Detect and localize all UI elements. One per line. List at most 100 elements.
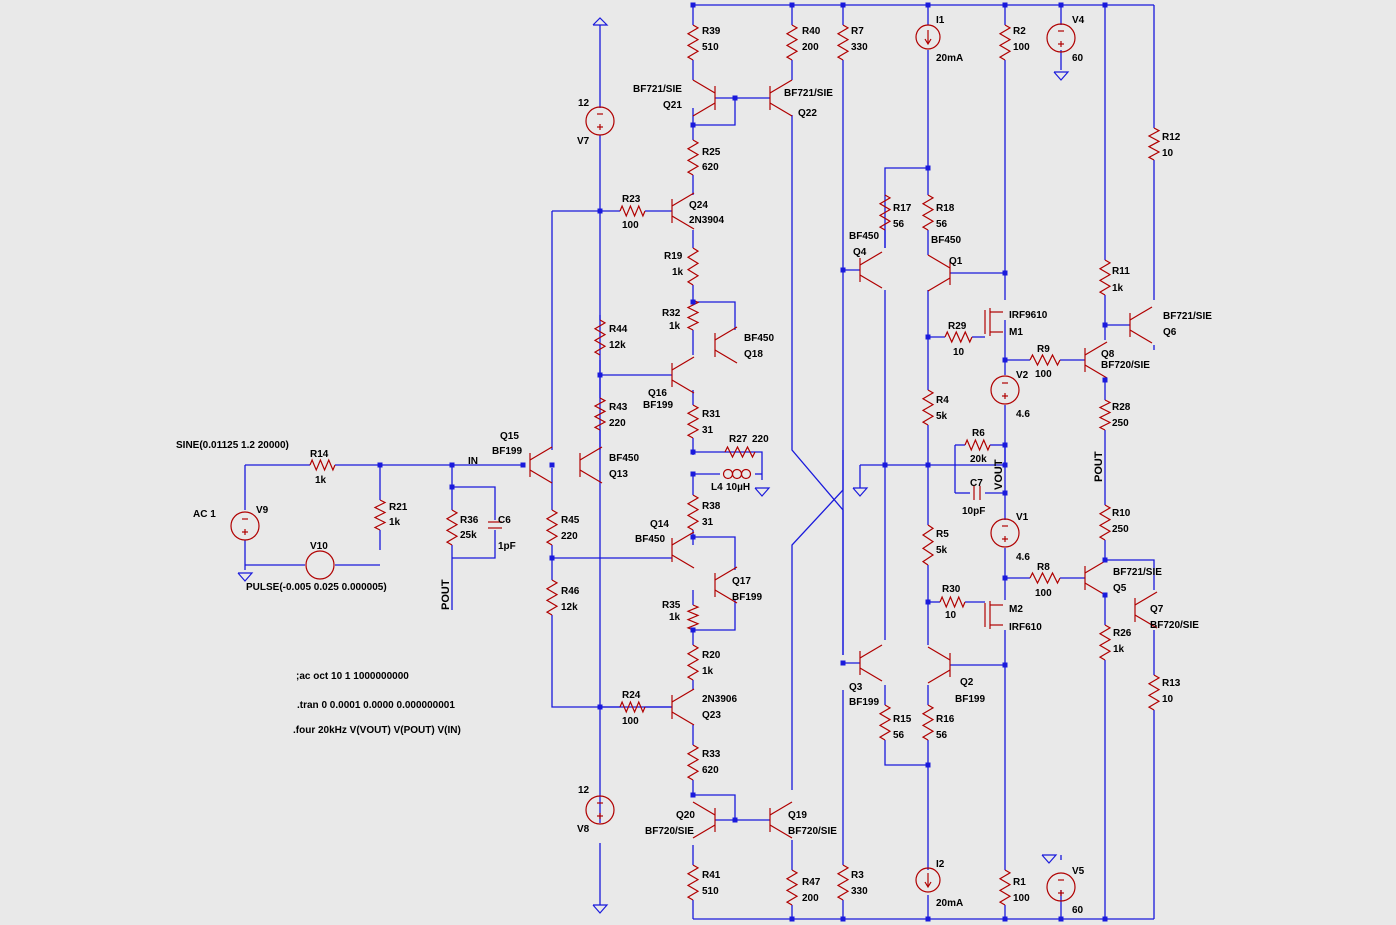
v1-voltage-source[interactable]: [990, 518, 1020, 548]
q19-transistor[interactable]: [769, 801, 793, 839]
r35-resistor[interactable]: [686, 604, 700, 631]
v8-rail-arrow: [592, 904, 609, 914]
r46-resistor[interactable]: [545, 579, 559, 616]
r17-resistor[interactable]: [878, 194, 892, 231]
v2-voltage-source[interactable]: [990, 375, 1020, 405]
q22-transistor[interactable]: [769, 79, 793, 117]
r7-resistor[interactable]: [836, 24, 850, 61]
r15-resistor[interactable]: [878, 704, 892, 741]
r40-resistor[interactable]: [785, 24, 799, 61]
label-r18: R18: [936, 203, 955, 214]
r1-resistor[interactable]: [998, 869, 1012, 906]
r23-resistor[interactable]: [619, 204, 646, 218]
r32-resistor[interactable]: [686, 299, 700, 331]
label-q14: Q14: [650, 519, 669, 530]
r24-resistor[interactable]: [619, 700, 646, 714]
m2-mosfet[interactable]: [984, 601, 1003, 629]
r6-resistor[interactable]: [964, 438, 991, 452]
v10-pulse-source[interactable]: [305, 550, 335, 580]
label-bf721_q6: BF721/SIE: [1163, 311, 1212, 322]
r26-resistor[interactable]: [1098, 624, 1112, 661]
r29-resistor[interactable]: [944, 330, 973, 344]
q20-transistor[interactable]: [692, 801, 716, 839]
q3-transistor[interactable]: [859, 644, 883, 682]
r16-resistor[interactable]: [921, 704, 935, 741]
v7-voltage-source[interactable]: [585, 106, 615, 136]
label-ac1: AC 1: [193, 509, 216, 520]
v8-voltage-source[interactable]: [585, 795, 615, 825]
r12-resistor[interactable]: [1147, 127, 1161, 161]
r36-resistor[interactable]: [445, 509, 459, 546]
q21-transistor[interactable]: [692, 79, 716, 117]
q23-transistor[interactable]: [671, 688, 695, 726]
r5-resistor[interactable]: [921, 524, 935, 566]
q8-transistor[interactable]: [1084, 341, 1108, 379]
label-v31b: 31: [702, 517, 714, 528]
label-r15: R15: [893, 714, 912, 725]
r3-resistor[interactable]: [836, 864, 850, 901]
c6-capacitor[interactable]: [488, 521, 502, 529]
v9-voltage-source[interactable]: [230, 511, 260, 541]
v4-voltage-source[interactable]: [1046, 23, 1076, 53]
q2-transistor[interactable]: [927, 646, 951, 684]
label-r46: R46: [561, 586, 580, 597]
label-pout_right: POUT: [1093, 451, 1105, 482]
r45-resistor[interactable]: [545, 509, 559, 546]
label-bf450_q18: BF450: [744, 333, 774, 344]
label-v46b: 4.6: [1016, 552, 1030, 563]
r47-resistor[interactable]: [785, 869, 799, 906]
q7-transistor[interactable]: [1134, 591, 1158, 629]
m1-mosfet[interactable]: [984, 308, 1003, 336]
r27-resistor[interactable]: [724, 445, 756, 459]
label-v1pf: 1pF: [498, 541, 516, 552]
r21-resistor[interactable]: [373, 499, 387, 531]
r43-resistor[interactable]: [593, 397, 607, 431]
label-r11: R11: [1112, 266, 1130, 277]
q6-transistor[interactable]: [1129, 306, 1153, 344]
c7-capacitor[interactable]: [973, 486, 981, 500]
q4-transistor[interactable]: [859, 251, 883, 289]
q5-transistor[interactable]: [1084, 559, 1108, 597]
i2-current-source[interactable]: [915, 867, 941, 893]
r19-resistor[interactable]: [686, 247, 700, 286]
r41-resistor[interactable]: [686, 864, 700, 901]
label-v1kh: 1k: [702, 666, 714, 677]
r2-resistor[interactable]: [998, 24, 1012, 61]
r20-resistor[interactable]: [686, 644, 700, 681]
q16-transistor[interactable]: [671, 356, 695, 394]
l4-inductor[interactable]: [722, 468, 752, 480]
r4-resistor[interactable]: [921, 389, 935, 426]
r33-resistor[interactable]: [686, 744, 700, 781]
label-pout_left: POUT: [440, 579, 452, 610]
r14-resistor[interactable]: [309, 458, 336, 472]
q1-transistor[interactable]: [927, 254, 951, 292]
r30-resistor[interactable]: [939, 595, 966, 609]
label-irf610: IRF610: [1009, 622, 1042, 633]
label-v20k: 20k: [970, 454, 987, 465]
i1-current-source[interactable]: [915, 24, 941, 50]
r44-resistor[interactable]: [593, 319, 607, 356]
r8-resistor[interactable]: [1029, 571, 1061, 585]
r39-resistor[interactable]: [686, 24, 700, 61]
label-r20: R20: [702, 650, 721, 661]
q13-transistor[interactable]: [579, 446, 603, 484]
r9-resistor[interactable]: [1029, 353, 1061, 367]
r13-resistor[interactable]: [1147, 674, 1161, 711]
v5-voltage-source[interactable]: [1046, 872, 1076, 902]
q15-transistor[interactable]: [529, 446, 553, 484]
label-q21: Q21: [663, 100, 682, 111]
r31-resistor[interactable]: [686, 404, 700, 439]
label-m1: M1: [1009, 327, 1023, 338]
r18-resistor[interactable]: [921, 194, 935, 231]
r11-resistor[interactable]: [1098, 259, 1112, 296]
r38-resistor[interactable]: [686, 494, 700, 531]
q18-transistor[interactable]: [714, 326, 738, 364]
r25-resistor[interactable]: [686, 139, 700, 176]
label-v100e: 100: [622, 716, 639, 727]
q17-transistor[interactable]: [714, 566, 738, 604]
q14-transistor[interactable]: [671, 531, 695, 569]
r10-resistor[interactable]: [1098, 504, 1112, 541]
q24-transistor[interactable]: [671, 192, 695, 230]
r28-resistor[interactable]: [1098, 399, 1112, 431]
